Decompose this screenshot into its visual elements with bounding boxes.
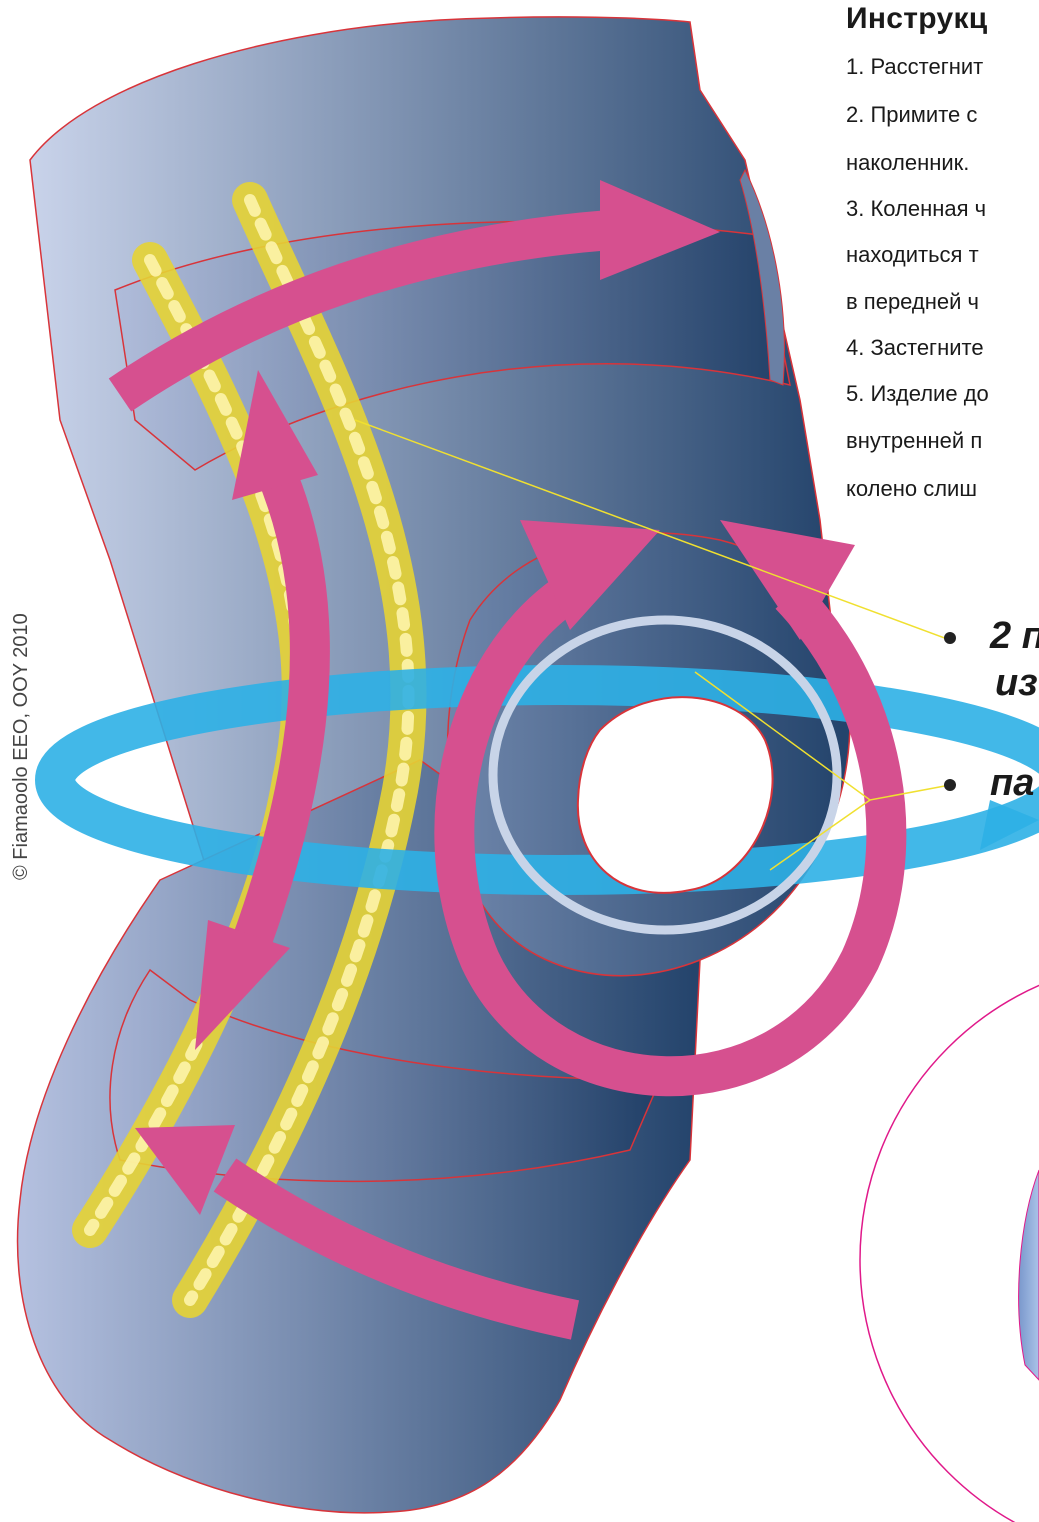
instruction-line: наколенник. (846, 150, 969, 176)
instruction-line: 2. Примите с (846, 102, 977, 128)
instructions-title: Инструкц (846, 2, 988, 36)
instructions-panel: Инструкц 1. Расстегнит 2. Примите с нако… (846, 0, 1039, 540)
instruction-line: в передней ч (846, 289, 979, 315)
instruction-line: внутренней п (846, 428, 982, 454)
bullet-icon (944, 632, 956, 644)
instruction-line: колено слиш (846, 476, 977, 502)
instruction-line: находиться т (846, 242, 979, 268)
instruction-line: 3. Коленная ч (846, 196, 986, 222)
detail-circle (860, 960, 1039, 1522)
callout-ring-line1: па (990, 762, 1034, 805)
copyright-text: © Fiamaoolo EEO, OOY 2010 (10, 613, 33, 880)
instruction-line: 1. Расстегнит (846, 54, 983, 80)
instruction-line: 5. Изделие до (846, 381, 989, 407)
instruction-line: 4. Застегните (846, 335, 984, 361)
callout-stays-line1: 2 п (990, 615, 1039, 658)
callout-stays-line2: из (995, 662, 1038, 705)
bullet-icon (944, 779, 956, 791)
